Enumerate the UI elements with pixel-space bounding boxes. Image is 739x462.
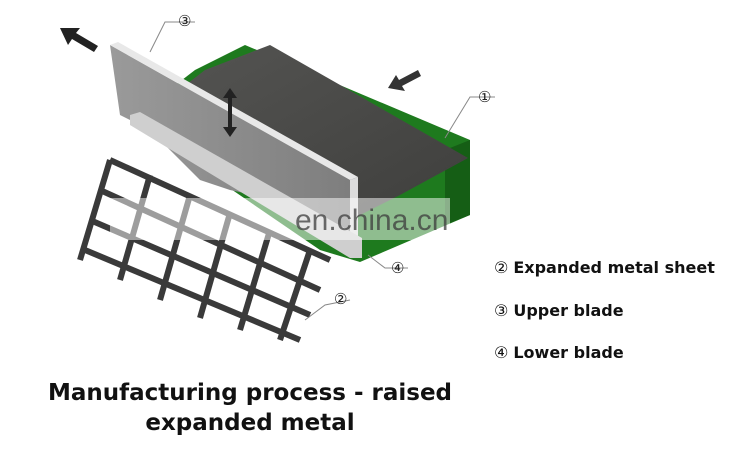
legend-num: ③ xyxy=(494,301,509,320)
diagram-title-line2: expanded metal xyxy=(145,410,355,436)
metal-sheet-feed xyxy=(140,45,468,230)
callout-4: ④ xyxy=(391,259,405,277)
diagram-title-line1: Manufacturing process - raised xyxy=(47,380,453,406)
callout-3: ③ xyxy=(178,12,192,30)
watermark-text: en.china.cn xyxy=(295,204,449,237)
expanded-metal-sheet xyxy=(77,157,332,343)
callout-2: ② xyxy=(334,290,348,308)
legend-label: Upper blade xyxy=(513,301,624,320)
arrow-updown-icon xyxy=(223,88,237,137)
legend-num: ④ xyxy=(494,343,509,362)
callout-leaders xyxy=(149,21,495,321)
legend-label: Expanded metal sheet xyxy=(513,258,715,277)
legend-num: ② xyxy=(494,258,509,277)
watermark: en.china.cn xyxy=(110,198,450,240)
arrow-out-icon xyxy=(60,28,98,52)
legend-label: Lower blade xyxy=(513,343,624,362)
callout-1: ① xyxy=(478,88,492,106)
arrow-feed-icon xyxy=(388,70,421,91)
